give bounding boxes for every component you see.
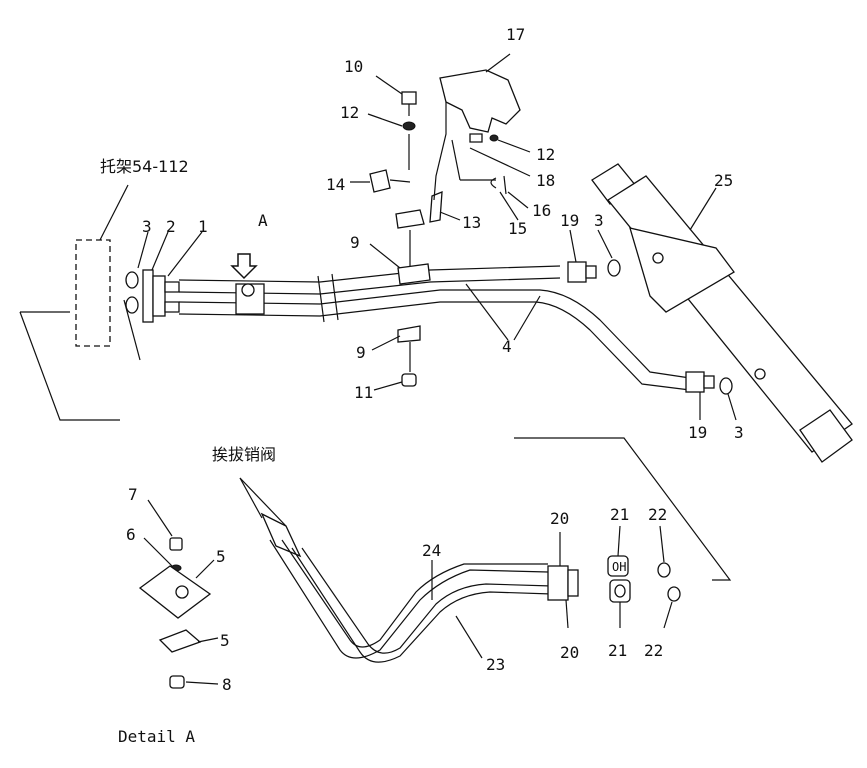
callout-25: 25 [714,171,733,190]
clamp-detail-a [230,253,265,315]
detail-a-parts [138,537,212,689]
detail-arrow-label: A [258,211,268,230]
bracket-label: 托架54-112 [100,157,189,176]
fitting-19-upper [567,259,621,283]
callout-24: 24 [422,541,441,560]
svg-text:OH: OH [612,560,626,574]
callout-5: 5 [216,547,226,566]
fitting-left [142,269,180,323]
bolt-10 [401,91,417,170]
callout-11: 11 [354,383,373,402]
tube-break [317,273,339,323]
bolt-14 [369,169,411,193]
callout-3: 3 [594,211,604,230]
callout-9: 9 [350,233,360,252]
callout-3: 3 [142,217,152,236]
clamp-9 [397,230,431,387]
leader-lines-lower [143,499,673,685]
cylinder-25 [591,163,853,463]
callout-6: 6 [126,525,136,544]
callout-8: 8 [222,675,232,694]
bracket-13 [395,191,443,229]
valve-block [239,477,302,558]
fitting-19-lower [685,371,733,395]
callout-14: 14 [326,175,345,194]
callout-13: 13 [462,213,481,232]
callout-19: 19 [688,423,707,442]
callouts: 1 2 3 3 3 4 5 5 6 7 8 9 9 10 11 12 12 13… [126,25,744,694]
valve-label: 挨拔销阀 [212,445,276,464]
frame-lines-left [19,299,141,421]
detail-caption: Detail A [118,727,195,746]
clip-15-16 [490,175,507,195]
callout-3: 3 [734,423,744,442]
callout-19: 19 [560,211,579,230]
callout-10: 10 [344,57,363,76]
callout-15: 15 [508,219,527,238]
callout-22: 22 [644,641,663,660]
callout-17: 17 [506,25,525,44]
callout-1: 1 [198,217,208,236]
frame-lines-lower [514,437,732,581]
callout-9: 9 [356,343,366,362]
callout-23: 23 [486,655,505,674]
nut-21: OH [607,555,631,603]
bolt-12-right [469,133,499,143]
bracket-outline [75,184,129,347]
callout-16: 16 [532,201,551,220]
callout-21: 21 [608,641,627,660]
callout-2: 2 [166,217,176,236]
valve-17 [433,69,521,201]
leader-lines-main [137,53,737,421]
fitting-20 [547,565,579,601]
callout-12: 12 [536,145,555,164]
callout-20: 20 [550,509,569,528]
callout-4: 4 [502,337,512,356]
tubes-lower [269,539,553,663]
callout-7: 7 [128,485,138,504]
o-ring-22 [657,562,681,602]
callout-18: 18 [536,171,555,190]
o-ring-left [125,271,139,314]
callout-21: 21 [610,505,629,524]
callout-5: 5 [220,631,230,650]
callout-12: 12 [340,103,359,122]
callout-20: 20 [560,643,579,662]
callout-22: 22 [648,505,667,524]
